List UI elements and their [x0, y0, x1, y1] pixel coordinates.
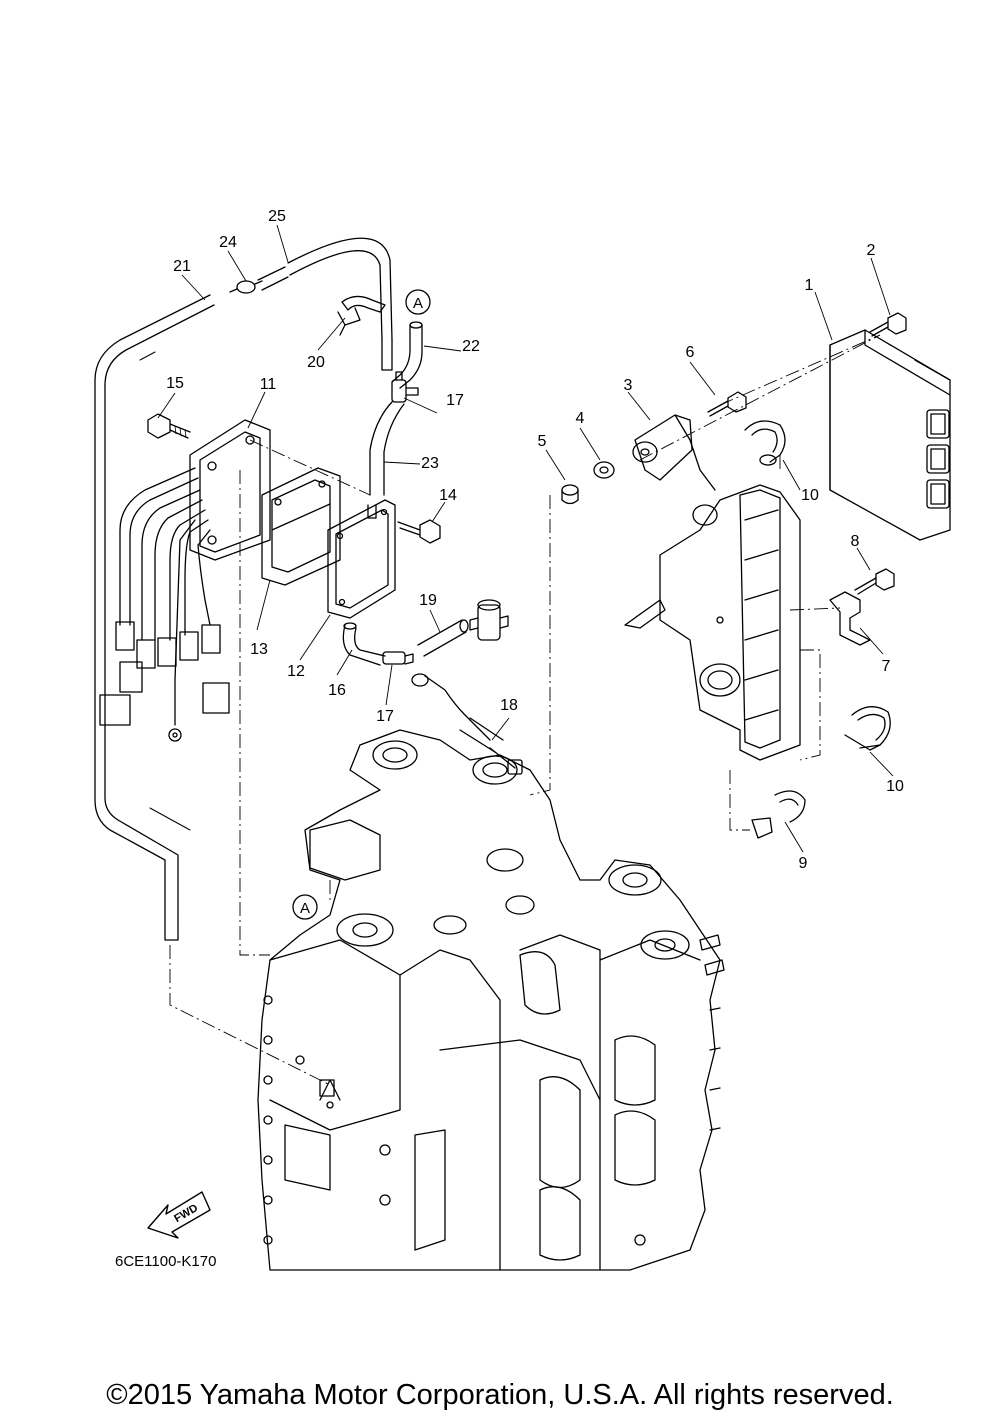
callout-4: 4 — [576, 410, 585, 427]
callout-18: 18 — [500, 697, 518, 714]
callout-11: 11 — [260, 376, 277, 393]
hose-19 — [417, 619, 469, 657]
callout-14: 14 — [439, 487, 457, 504]
bracket-3 — [632, 414, 716, 491]
ecm-unit-1 — [829, 329, 951, 541]
callout-25: 25 — [268, 208, 286, 225]
copyright-notice: ©2015 Yamaha Motor Corporation, U.S.A. A… — [106, 1379, 894, 1411]
reference-mark-a-lower: A — [292, 894, 318, 920]
hose-16 — [342, 622, 386, 666]
reference-lines — [169, 334, 881, 1086]
fwd-arrow-icon: FWD — [147, 1191, 211, 1239]
callout-12: 12 — [287, 663, 305, 680]
callout-21: 21 — [173, 258, 191, 275]
callout-6: 6 — [686, 344, 695, 361]
bolt-2 — [869, 312, 907, 337]
leader-lines — [157, 224, 894, 853]
diagram-part-code: 6CE1100-K170 — [115, 1253, 216, 1270]
callout-10-lower: 10 — [886, 778, 904, 795]
callout-19: 19 — [419, 592, 437, 609]
hose-22 — [391, 321, 423, 389]
callout-16: 16 — [328, 682, 346, 699]
callout-1: 1 — [805, 277, 814, 294]
callout-24: 24 — [219, 234, 237, 251]
callout-9: 9 — [799, 855, 808, 872]
callout-15: 15 — [166, 375, 184, 392]
hose-assembly-21-24-25 — [94, 237, 393, 941]
callout-7: 7 — [882, 658, 891, 675]
callout-labels: 1 2 3 4 5 6 7 8 9 10 10 11 12 13 14 15 1… — [166, 208, 904, 872]
clip-7 — [829, 591, 871, 646]
callout-13: 13 — [250, 641, 268, 658]
clip-9 — [751, 790, 806, 839]
clamp-10-lower — [844, 706, 891, 751]
clamp-20 — [337, 295, 386, 336]
joint-17-upper — [391, 371, 419, 403]
callout-3: 3 — [624, 377, 633, 394]
hose-23 — [369, 401, 405, 496]
sensor-18 — [411, 673, 523, 775]
ref-letter: A — [300, 900, 310, 917]
grommet-5 — [561, 484, 579, 505]
engine-block — [257, 729, 725, 1271]
callout-23: 23 — [421, 455, 439, 472]
cover-12 — [327, 499, 396, 619]
harness-bracket-11 — [189, 419, 271, 561]
callout-8: 8 — [851, 533, 860, 550]
callout-20: 20 — [307, 354, 325, 371]
ref-letter: A — [413, 295, 423, 312]
damper-4 — [593, 461, 615, 479]
bolt-6 — [707, 391, 747, 417]
bolt-15 — [147, 413, 191, 439]
hose-joint-24 — [236, 280, 256, 294]
callout-22: 22 — [462, 338, 480, 355]
gasket-13 — [261, 467, 341, 586]
bolt-14 — [397, 519, 441, 544]
callout-17-lower: 17 — [376, 708, 394, 725]
bolt-8 — [854, 568, 895, 595]
mounting-bracket-plate — [624, 484, 801, 761]
wiring-harness — [99, 467, 230, 742]
clamp-10-upper — [744, 420, 786, 466]
sensor-fitting — [469, 599, 509, 641]
callout-10-upper: 10 — [801, 487, 819, 504]
joint-17-lower — [382, 651, 414, 665]
callout-17-upper: 17 — [446, 392, 464, 409]
callout-5: 5 — [538, 433, 547, 450]
callout-2: 2 — [867, 242, 876, 259]
reference-mark-a-upper: A — [405, 289, 431, 315]
